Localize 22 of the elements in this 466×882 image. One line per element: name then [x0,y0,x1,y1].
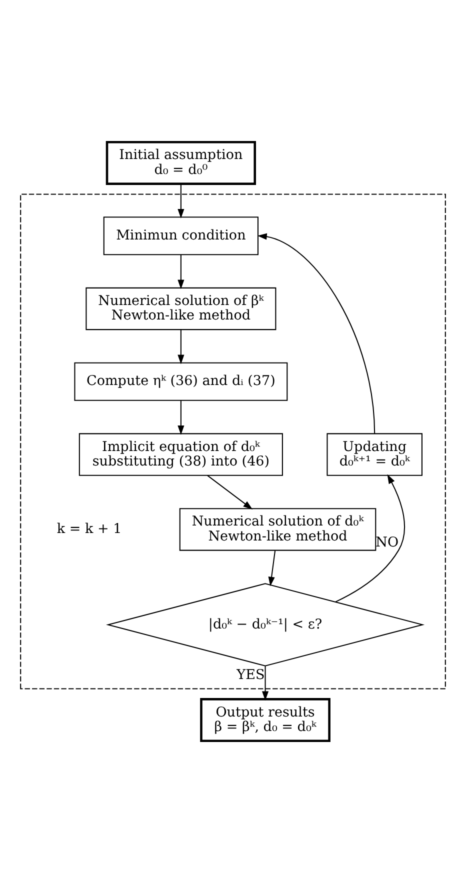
arrow [262,666,269,700]
arrow [207,474,253,509]
arrow [178,400,184,434]
arrow [178,329,184,364]
edge-label: NO [376,534,399,550]
arrow [257,232,376,434]
arrow [178,184,184,218]
node-box: Implicit equation of d₀ᵏ substituting (38) into (46) [78,432,283,476]
arrow [268,550,276,586]
arrow [335,474,406,602]
node-box: Updating d₀ᵏ⁺¹ = d₀ᵏ [326,432,422,476]
arrow [178,254,184,289]
edge-label: YES [236,666,265,682]
node-box: Numerical solution of βᵏ Newton-like method [86,286,276,330]
node-box: Initial assumption d₀ = d₀⁰ [106,140,256,184]
cluster [20,193,446,689]
node-box: Compute ηᵏ (36) and dᵢ (37) [74,362,288,400]
label: k = k + 1 [56,520,122,537]
node-box: Numerical solution of d₀ᵏ Newton-like method [179,508,376,550]
node-diamond: |d₀ᵏ − d₀ᵏ⁻¹| < ε? [106,582,425,666]
node-box: Minimun condition [103,216,258,255]
node-box: Output results β = βᵏ, d₀ = d₀ᵏ [200,698,330,742]
